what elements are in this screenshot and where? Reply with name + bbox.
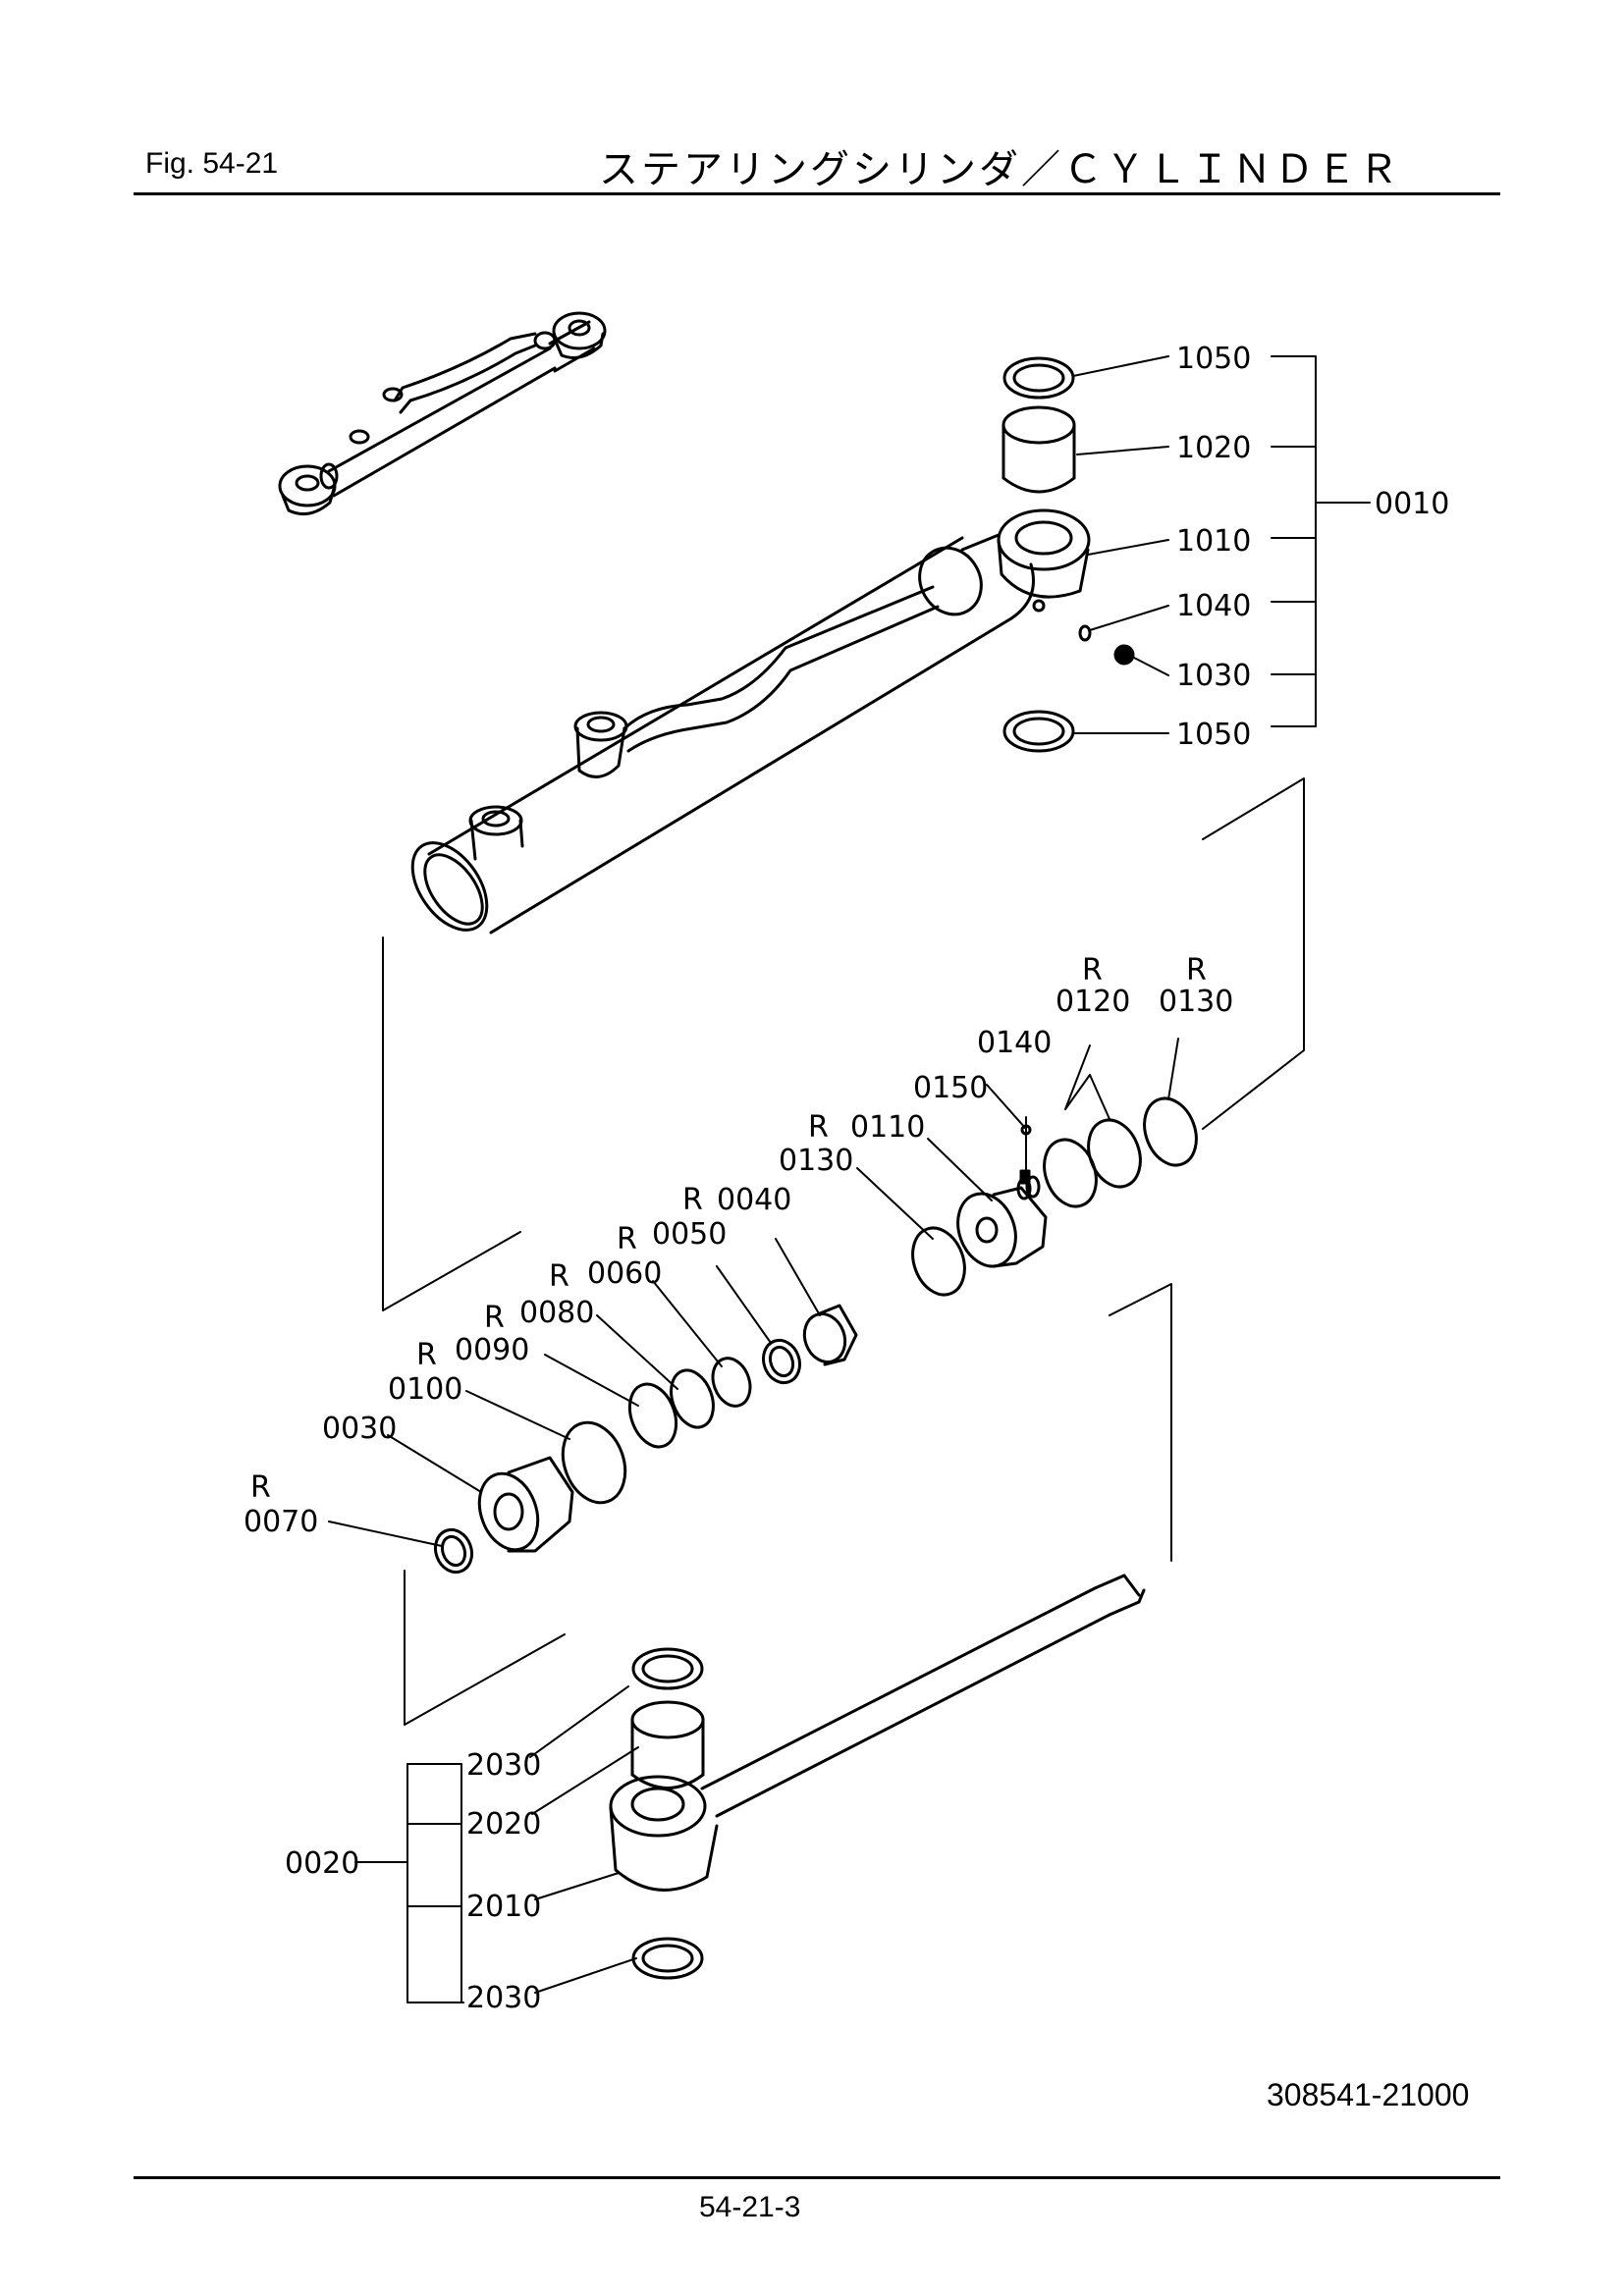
label-group-0020: 0020 bbox=[285, 1846, 359, 1881]
label-2020: 2020 bbox=[466, 1807, 541, 1842]
label-0050: 0050 bbox=[652, 1217, 727, 1252]
label-0130-top: 0130 bbox=[1159, 985, 1233, 1019]
label-0110: 0110 bbox=[850, 1110, 925, 1145]
drawing-number: 308541-21000 bbox=[1267, 2077, 1470, 2112]
r-mark: R bbox=[1082, 953, 1103, 988]
r-mark: R bbox=[808, 1110, 829, 1145]
label-0130: 0130 bbox=[779, 1144, 853, 1178]
footer-rule bbox=[134, 2176, 1500, 2179]
label-0040: 0040 bbox=[717, 1183, 791, 1217]
label-0100: 0100 bbox=[388, 1372, 462, 1407]
label-0030: 0030 bbox=[322, 1412, 397, 1446]
label-0120: 0120 bbox=[1056, 985, 1130, 1019]
header-rule bbox=[134, 192, 1500, 195]
r-mark: R bbox=[549, 1259, 569, 1294]
label-0090: 0090 bbox=[455, 1333, 529, 1367]
label-0150: 0150 bbox=[913, 1071, 988, 1105]
label-2030-bottom: 2030 bbox=[466, 1981, 541, 2015]
label-1030: 1030 bbox=[1176, 659, 1251, 693]
label-group-0010: 0010 bbox=[1375, 487, 1449, 521]
r-mark: R bbox=[617, 1222, 637, 1256]
label-1040: 1040 bbox=[1176, 589, 1251, 623]
r-mark: R bbox=[1186, 953, 1207, 988]
label-1050-top: 1050 bbox=[1176, 342, 1251, 376]
r-mark: R bbox=[682, 1183, 703, 1217]
r-mark: R bbox=[416, 1338, 437, 1372]
label-1050-bottom: 1050 bbox=[1176, 718, 1251, 752]
label-1010: 1010 bbox=[1176, 524, 1251, 559]
label-0140: 0140 bbox=[977, 1026, 1052, 1060]
seal-and-piston-parts bbox=[433, 1096, 1198, 1575]
label-2030-top: 2030 bbox=[466, 1748, 541, 1783]
page-title: ステアリングシリンダ／ＣＹＬＩＮＤＥＲ bbox=[599, 148, 1401, 191]
page-number: 54-21-3 bbox=[699, 2191, 801, 2223]
label-2010: 2010 bbox=[466, 1890, 541, 1924]
label-0060: 0060 bbox=[587, 1256, 662, 1291]
leader-lines bbox=[328, 355, 1371, 2003]
r-mark: R bbox=[484, 1301, 505, 1335]
r-mark: R bbox=[250, 1470, 271, 1505]
overview-cylinder-icon bbox=[278, 311, 607, 516]
label-0080: 0080 bbox=[519, 1296, 594, 1330]
label-0070: 0070 bbox=[244, 1505, 318, 1539]
assembly-lines bbox=[382, 777, 1305, 1726]
head-eye-parts bbox=[1001, 356, 1135, 753]
cylinder-tube bbox=[410, 508, 1091, 934]
figure-number: Fig. 54-21 bbox=[145, 147, 279, 180]
label-1020: 1020 bbox=[1176, 431, 1251, 465]
rod-eye-parts bbox=[630, 1647, 705, 1980]
piston-rod bbox=[609, 1574, 1146, 1892]
part-labels: 1050 1020 1010 1040 1030 1050 0010 R 012… bbox=[244, 342, 1449, 2015]
